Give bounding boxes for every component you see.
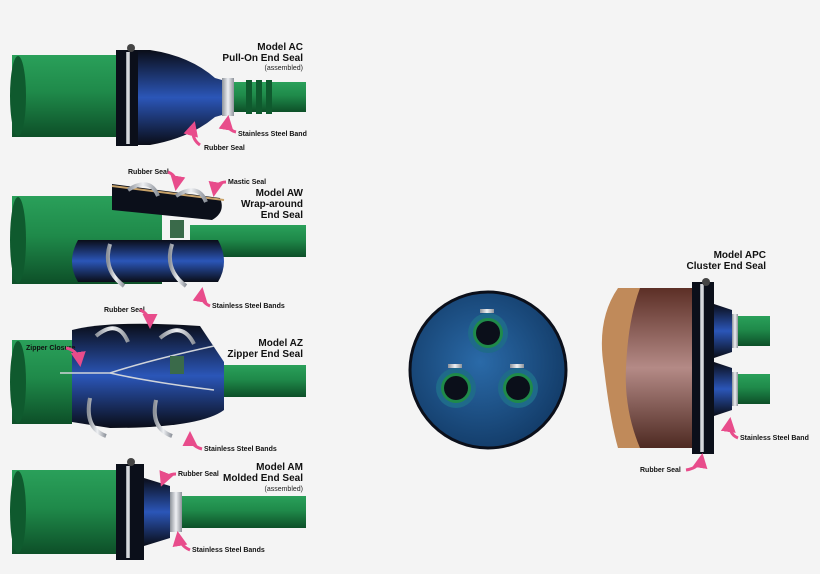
az-label-rubber: Rubber Seal bbox=[104, 307, 145, 314]
az-zipper-line bbox=[60, 345, 215, 374]
model-apc-figure: Model APC Cluster End Seal Stainless Ste… bbox=[601, 250, 809, 474]
apc-plate-band bbox=[700, 284, 704, 452]
aw-title-1: Model AW bbox=[256, 188, 304, 199]
az-rubber-arrow bbox=[139, 308, 158, 329]
apc-pipe-bottom bbox=[738, 374, 770, 404]
aw-label-mastic: Mastic Seal bbox=[228, 179, 266, 186]
az-band-1 bbox=[94, 326, 130, 343]
az-zipper-arrow bbox=[65, 346, 86, 367]
aw-rubber-arrow bbox=[167, 170, 186, 191]
apc-band-screw bbox=[702, 278, 710, 286]
az-title-1: Model AZ bbox=[258, 338, 303, 349]
apc-band-bottom bbox=[732, 372, 738, 406]
az-clamp bbox=[170, 356, 184, 374]
am-label-bands: Stainless Steel Bands bbox=[192, 547, 265, 554]
az-label-zipper: Zipper Closure bbox=[26, 345, 76, 352]
aw-title-2: Wrap-around bbox=[241, 199, 303, 210]
aw-band-3 bbox=[105, 243, 126, 288]
aw-wrap-seal-lower bbox=[72, 240, 224, 282]
apc-title-1: Model APC bbox=[714, 250, 766, 261]
az-zipper-seal bbox=[72, 323, 224, 428]
ac-title-1: Model AC bbox=[257, 42, 303, 53]
az-bands-arrow bbox=[182, 431, 203, 451]
am-large-pipe bbox=[12, 470, 122, 554]
ac-note: (assembled) bbox=[264, 65, 303, 72]
aw-bands-arrow bbox=[192, 287, 211, 308]
az-band-4 bbox=[152, 399, 173, 438]
apc-label-rubber: Rubber Seal bbox=[640, 467, 681, 474]
model-aw-figure: Model AW Wrap-around End Seal Rubber Sea… bbox=[10, 169, 306, 310]
aw-mastic-arrow bbox=[208, 180, 227, 197]
am-band-screw bbox=[127, 458, 135, 466]
aw-band-4 bbox=[167, 243, 188, 288]
ac-pipe-end bbox=[10, 56, 26, 136]
ac-band-screw bbox=[127, 44, 135, 52]
model-az-figure: Model AZ Zipper End Seal Zipper Closure … bbox=[10, 307, 306, 453]
ac-title-2: Pull-On End Seal bbox=[222, 53, 303, 64]
ac-label-band: Stainless Steel Band bbox=[238, 131, 307, 138]
aw-band-1 bbox=[126, 182, 160, 197]
az-title-2: Zipper End Seal bbox=[227, 349, 303, 360]
az-pipe-end bbox=[10, 341, 26, 423]
aw-wrap-seal-upper bbox=[112, 184, 222, 220]
am-label-rubber: Rubber Seal bbox=[178, 471, 219, 478]
am-bands-arrow bbox=[172, 531, 191, 552]
ac-band bbox=[222, 78, 234, 116]
cluster-port-top bbox=[468, 309, 508, 353]
aw-clamp bbox=[170, 220, 184, 238]
ac-label-seal: Rubber Seal bbox=[204, 145, 245, 152]
aw-label-bands: Stainless Steel Bands bbox=[212, 303, 285, 310]
ac-collar-band bbox=[126, 52, 130, 144]
ac-ring-3 bbox=[266, 80, 272, 114]
aw-pipe-end bbox=[10, 197, 26, 283]
ac-seal-arrow bbox=[183, 121, 201, 147]
apc-pipe-opening bbox=[601, 288, 640, 448]
apc-pipe-top bbox=[738, 316, 770, 346]
apc-band-arrow bbox=[720, 417, 739, 440]
ac-ring-1 bbox=[246, 80, 252, 114]
aw-title-3: End Seal bbox=[261, 210, 303, 221]
ac-ring-2 bbox=[256, 80, 262, 114]
model-ac-figure: Model AC Pull-On End Seal (assembled) St… bbox=[10, 42, 307, 152]
am-band bbox=[170, 492, 182, 532]
am-rubber-arrow bbox=[159, 470, 177, 487]
ac-large-pipe bbox=[12, 55, 124, 137]
model-am-figure: Model AM Molded End Seal (assembled) Rub… bbox=[10, 458, 306, 560]
cluster-port-right bbox=[498, 364, 538, 408]
am-collar-band bbox=[126, 466, 130, 558]
am-note: (assembled) bbox=[264, 486, 303, 493]
apc-band-top bbox=[732, 314, 738, 348]
cluster-port-left bbox=[436, 364, 476, 408]
cluster-end-view bbox=[408, 290, 568, 450]
aw-label-rubber: Rubber Seal bbox=[128, 169, 169, 176]
am-pipe-end bbox=[10, 471, 26, 553]
am-molded-seal-neck bbox=[144, 478, 170, 546]
apc-label-band: Stainless Steel Band bbox=[740, 435, 809, 442]
az-band-2 bbox=[158, 328, 196, 345]
apc-boot-top bbox=[714, 304, 732, 358]
az-zipper-line-2 bbox=[109, 372, 215, 391]
cluster-disc bbox=[408, 290, 568, 450]
am-title-1: Model AM bbox=[256, 462, 303, 473]
az-label-bands: Stainless Steel Bands bbox=[204, 446, 277, 453]
am-small-pipe bbox=[182, 496, 306, 528]
apc-title-2: Cluster End Seal bbox=[687, 261, 767, 272]
ac-band-arrow bbox=[218, 115, 237, 134]
apc-rubber-arrow bbox=[685, 453, 708, 472]
aw-band-2 bbox=[174, 188, 208, 203]
az-band-3 bbox=[86, 397, 107, 438]
apc-boot-bottom bbox=[714, 362, 732, 416]
am-title-2: Molded End Seal bbox=[223, 473, 303, 484]
